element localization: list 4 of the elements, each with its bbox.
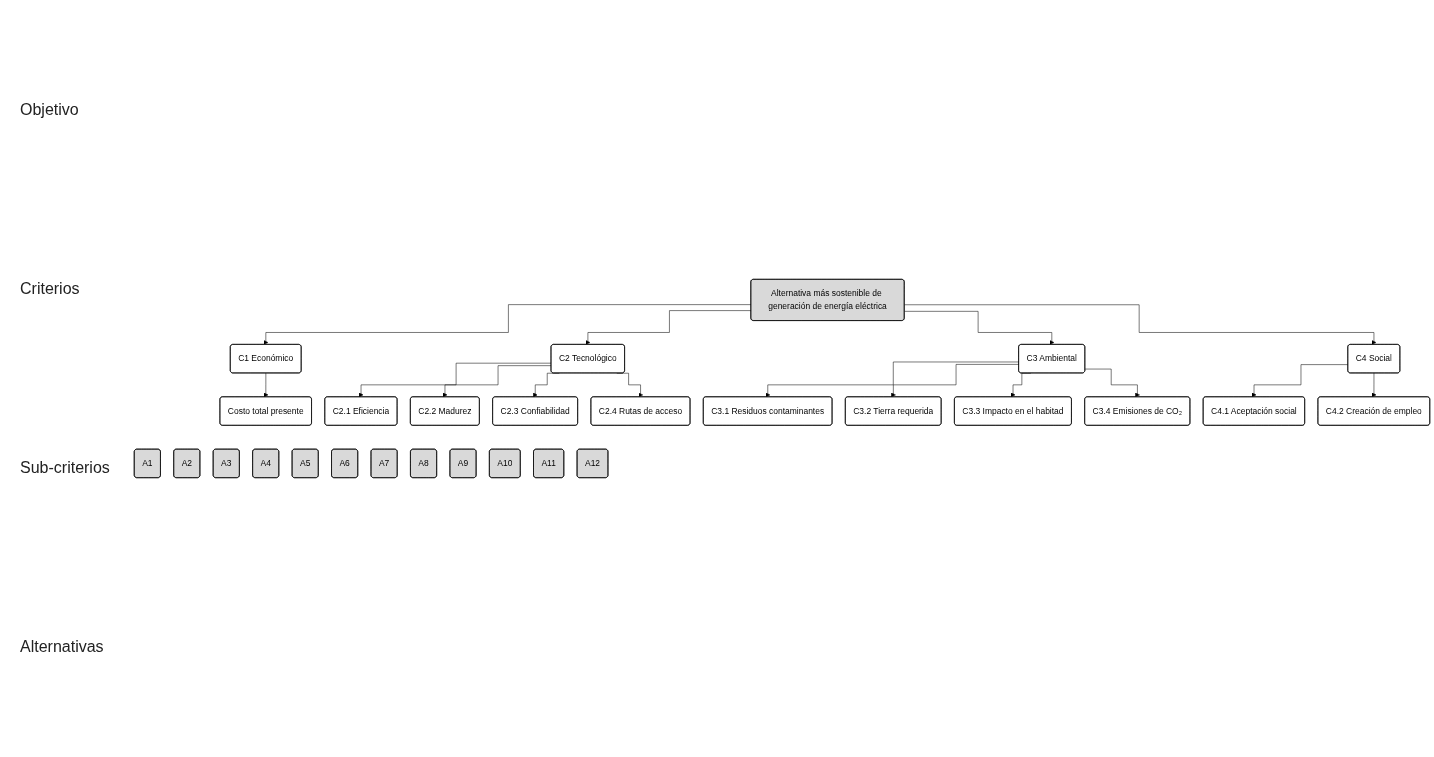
level-label: Alternativas: [20, 638, 105, 657]
level-label: Criterios: [20, 279, 81, 298]
level-label: Objetivo: [20, 100, 80, 119]
level-label: Sub-criterios: [20, 459, 111, 478]
